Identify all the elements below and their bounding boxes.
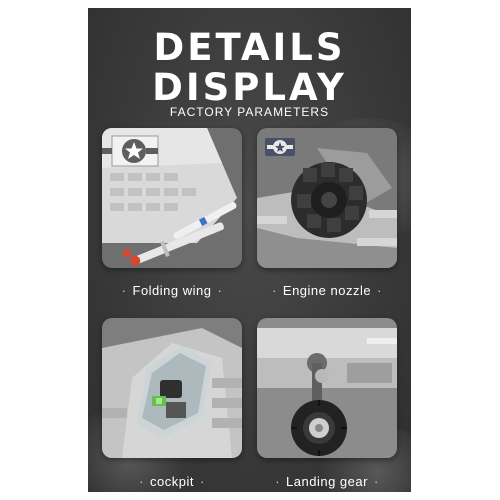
- bullet-dot: ·: [217, 283, 223, 298]
- engine-nozzle-photo: [257, 128, 397, 268]
- bullet-dot: ·: [121, 283, 127, 298]
- subtitle: FACTORY PARAMETERS: [169, 105, 330, 119]
- bullet-dot: ·: [272, 283, 277, 298]
- caption-text: cockpit: [150, 474, 194, 489]
- landing-gear-photo: [257, 318, 397, 458]
- caption-cockpit: · cockpit ·: [97, 474, 247, 489]
- caption-text: Engine nozzle: [282, 283, 372, 298]
- caption-engine-nozzle: · Engine nozzle ·: [252, 283, 402, 298]
- bullet-dot: ·: [199, 474, 205, 489]
- details-panel: DETAILS DISPLAY FACTORY PARAMETERS: [88, 8, 411, 492]
- bullet-dot: ·: [275, 474, 281, 489]
- title-line-2: DISPLAY: [152, 66, 347, 109]
- caption-folding-wing: · Folding wing ·: [97, 283, 247, 298]
- caption-text: Landing gear: [286, 474, 368, 489]
- bullet-dot: ·: [377, 283, 382, 298]
- bullet-dot: ·: [139, 474, 145, 489]
- bullet-dot: ·: [373, 474, 379, 489]
- title-line-1: DETAILS: [153, 26, 346, 69]
- folding-wing-photo: [102, 128, 242, 268]
- caption-text: Folding wing: [132, 283, 212, 298]
- cockpit-photo: [102, 318, 242, 458]
- caption-landing-gear: · Landing gear ·: [252, 474, 402, 489]
